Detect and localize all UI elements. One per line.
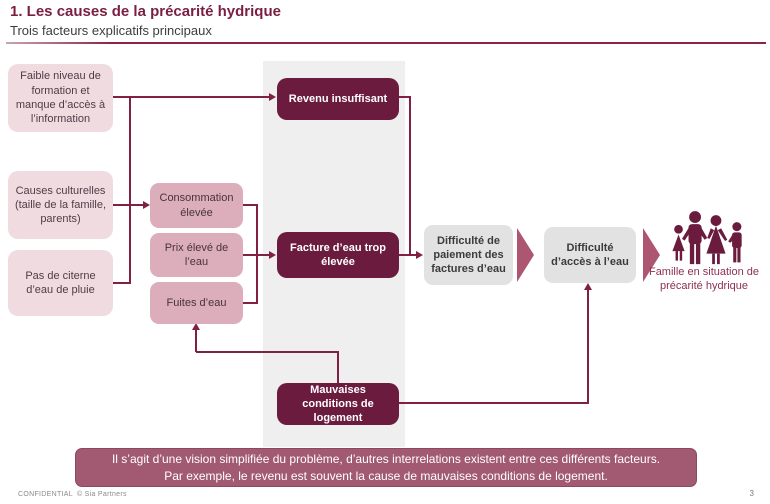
footer-confidential: CONFIDENTIAL© Sia Partners: [18, 491, 131, 498]
connector-leaks-stub: [243, 302, 258, 304]
arrowhead-payment: [416, 251, 423, 259]
connector-cistern-stub: [113, 282, 131, 284]
note-banner: Il s’agit d’une vision simplifiée du pro…: [75, 448, 697, 487]
node-price: Prix élevé de l’eau: [150, 233, 243, 277]
chevron-right-icon: [517, 228, 534, 282]
node-bill: Facture d’eau trop élevée: [277, 232, 399, 278]
arrowhead-access: [584, 283, 592, 290]
node-access-difficulty: Difficulté d’accès à l’eau: [544, 227, 636, 283]
node-payment-difficulty: Difficulté de paiement des factures d’ea…: [424, 225, 513, 285]
node-cultural: Causes culturelles (taille de la famille…: [8, 171, 113, 239]
connector-education-income: [113, 96, 269, 98]
page-subtitle: Trois facteurs explicatifs principaux: [10, 23, 212, 38]
page-title: 1. Les causes de la précarité hydrique: [10, 3, 281, 20]
node-leaks: Fuites d’eau: [150, 282, 243, 324]
node-housing: Mauvaises conditions de logement: [277, 383, 399, 425]
note-line-1: Il s’agit d’une vision simplifiée du pro…: [111, 452, 661, 467]
connector-left-vertical: [129, 96, 131, 284]
page-number: 3: [749, 489, 754, 498]
node-consumption: Consommation élevée: [150, 183, 243, 228]
connector-cultural-consumption: [113, 204, 143, 206]
arrowhead-income: [269, 93, 276, 101]
connector-price-stub: [243, 254, 258, 256]
connector-bill-payment: [399, 254, 416, 256]
connector-income-vertical: [409, 96, 411, 256]
note-line-2: Par exemple, le revenu est souvent la ca…: [164, 468, 608, 483]
connector-into-bill: [256, 254, 269, 256]
node-income: Revenu insuffisant: [277, 78, 399, 120]
arrowhead-leaks: [192, 323, 200, 330]
connector-housing-left: [196, 351, 339, 353]
connector-housing-up: [337, 352, 339, 383]
chevron-right-icon: [643, 228, 660, 282]
connector-housing-access: [587, 290, 589, 404]
outcome-caption: Famille en situation de précarité hydriq…: [648, 266, 760, 292]
confidential-label: CONFIDENTIAL: [18, 491, 73, 498]
copyright-label: © Sia Partners: [76, 491, 127, 498]
connector-income-stub: [399, 96, 411, 98]
connector-housing-right: [399, 402, 589, 404]
connector-consumption-stub: [243, 204, 258, 206]
arrowhead-consumption: [143, 201, 150, 209]
node-education: Faible niveau de formation et manque d’a…: [8, 64, 113, 132]
connector-into-leaks: [195, 330, 197, 352]
node-cistern: Pas de citerne d’eau de pluie: [8, 250, 113, 316]
arrowhead-bill: [269, 251, 276, 259]
family-icon: [672, 211, 742, 265]
header-divider: [6, 42, 766, 44]
